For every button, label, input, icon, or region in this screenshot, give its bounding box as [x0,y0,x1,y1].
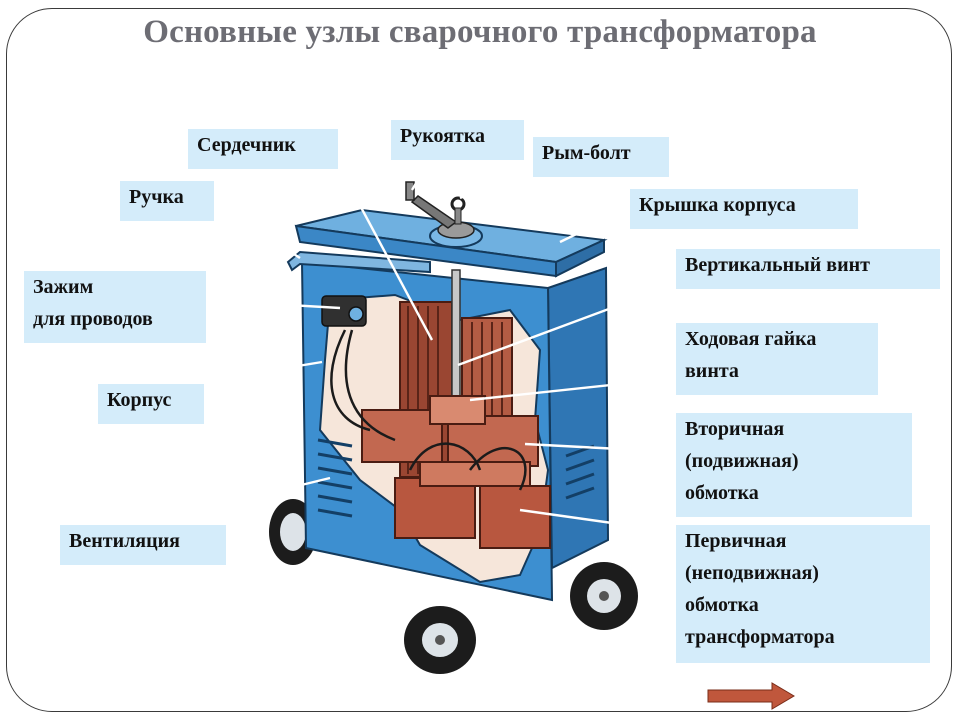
wire-clamp [321,295,367,327]
leader-lines [157,159,677,534]
label-ventilation: Вентиляция [60,525,226,565]
ventilation-slots-side [565,444,595,500]
primary-winding [394,461,551,549]
label-eye-bolt: Рым-болт [533,137,669,177]
eye-bolt [450,196,466,225]
wheel-front-left [404,606,476,674]
handle [286,250,431,274]
slide-title: Основные узлы сварочного трансформатора [143,14,817,50]
arrow-right-icon[interactable] [706,681,796,711]
label-housing-cover: Крышка корпуса [630,189,858,229]
wheel-front-right [570,562,638,630]
label-wire-clamp: Зажим для проводов [24,271,206,343]
ventilation-slots [317,438,353,518]
wiring [330,329,527,491]
label-running-nut: Ходовая гайка винта [676,323,878,395]
slide-frame [6,8,952,712]
crank [405,181,483,248]
label-core: Сердечник [188,129,338,169]
label-primary-winding: Первичная (неподвижная) обмотка трансфор… [676,525,930,663]
label-handle: Ручка [120,181,214,221]
label-crank: Рукоятка [391,120,524,160]
label-vertical-screw: Вертикальный винт [676,249,940,289]
label-secondary-winding: Вторичная (подвижная) обмотка [676,413,912,517]
label-housing: Корпус [98,384,204,424]
